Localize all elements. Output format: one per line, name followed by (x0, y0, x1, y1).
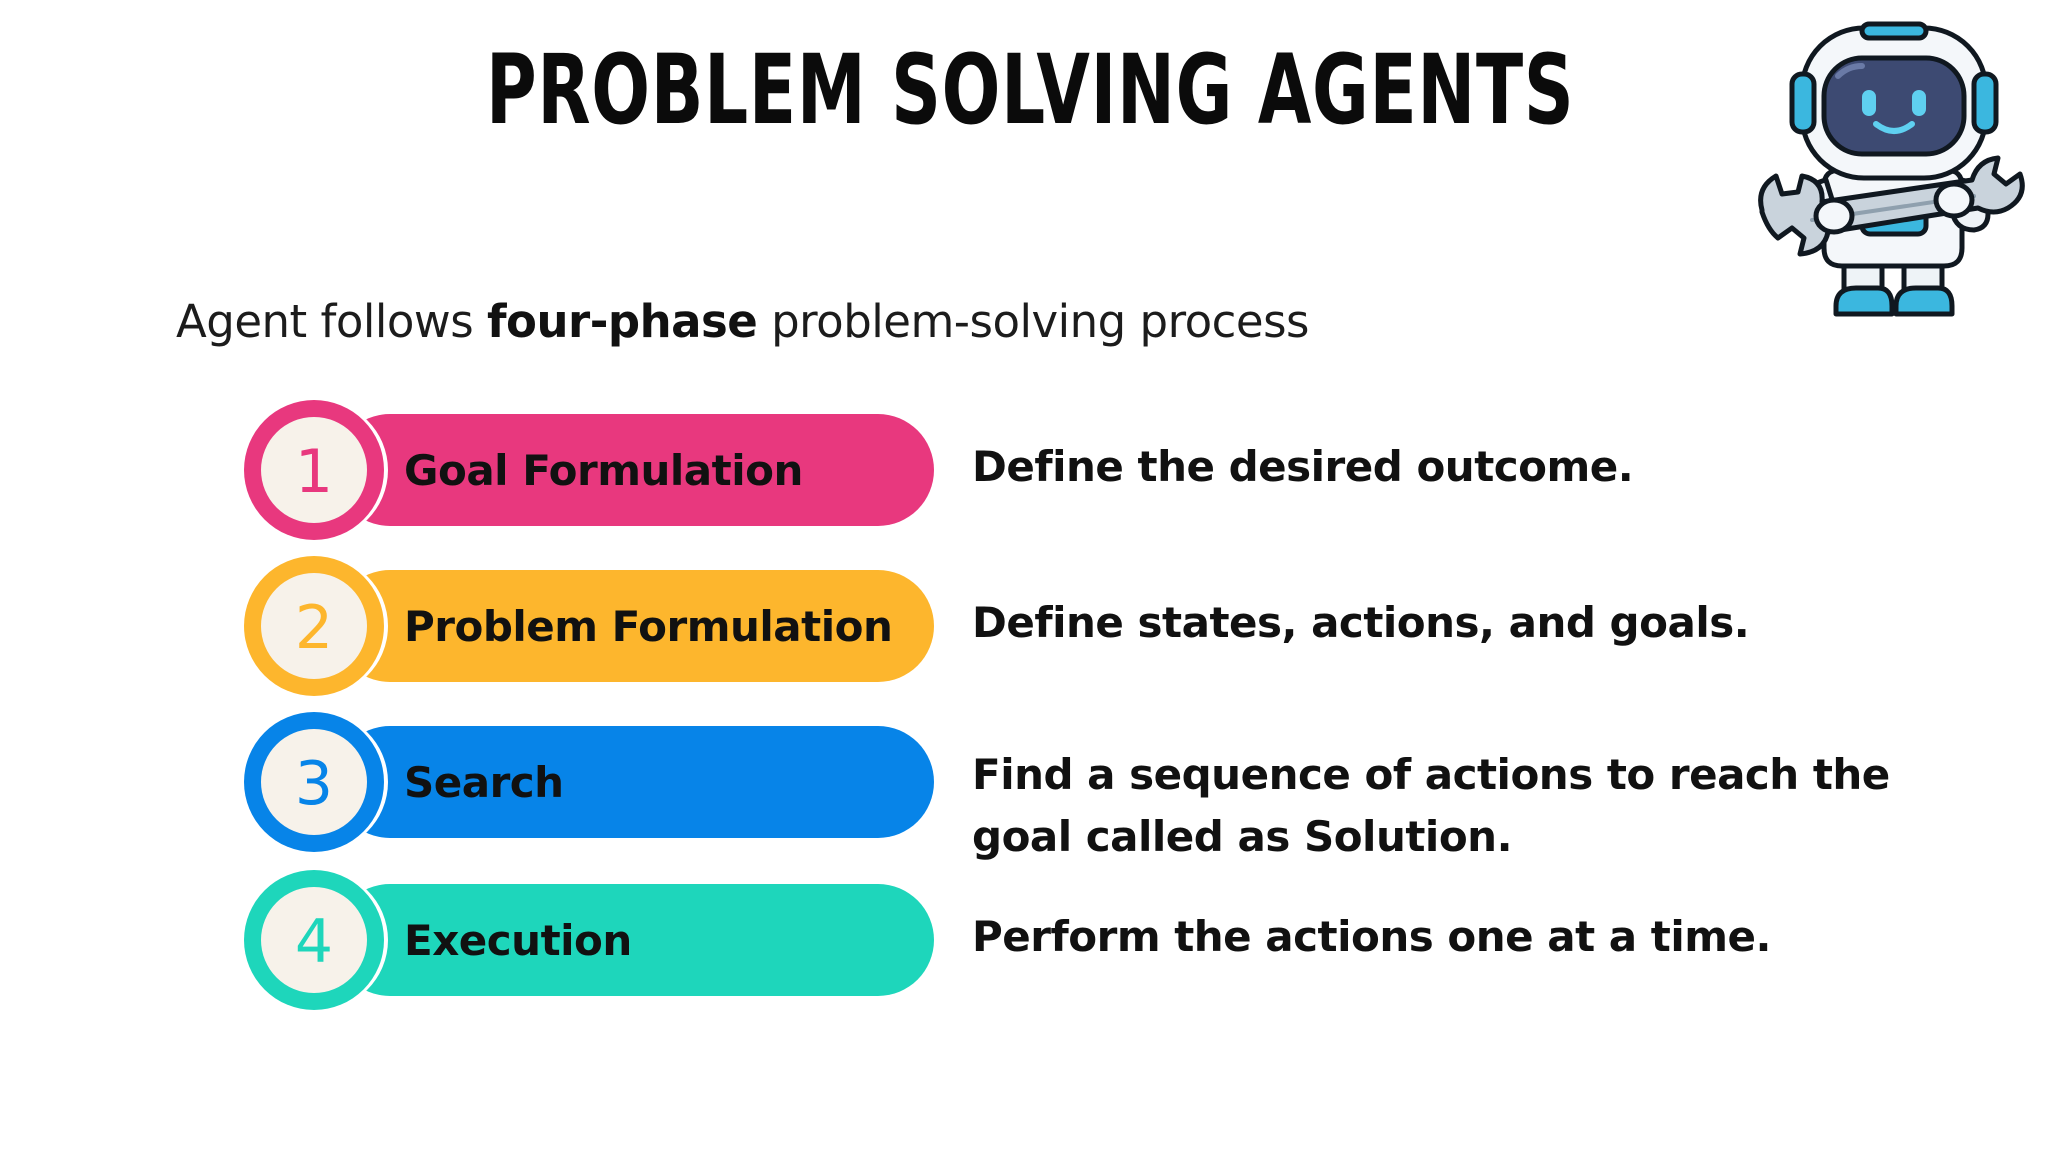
step-problem-formulation: 2 Problem Formulation (244, 556, 934, 696)
intro-text-start: Agent follows (176, 295, 487, 348)
step-search: 3 Search (244, 712, 934, 852)
step-description: Perform the actions one at a time. (972, 912, 1771, 961)
step-number: 1 (261, 417, 367, 523)
step-pill (334, 726, 934, 838)
intro-text: Agent follows four-phase problem-solving… (176, 292, 1309, 352)
step-number-badge: 4 (244, 870, 384, 1010)
step-pill (334, 570, 934, 682)
step-number: 2 (261, 573, 367, 679)
step-pill (334, 414, 934, 526)
intro-text-emphasis: four-phase (486, 295, 758, 348)
step-number: 4 (261, 887, 367, 993)
page-title: PROBLEM SOLVING AGENTS (485, 34, 1575, 146)
intro-text-end: problem-solving process (757, 295, 1309, 348)
step-goal-formulation: 1 Goal Formulation (244, 400, 934, 540)
step-label: Execution (404, 915, 632, 965)
robot-with-wrench-icon (1758, 21, 2025, 317)
step-number: 3 (261, 729, 367, 835)
step-description: Find a sequence of actions to reach the … (972, 750, 1890, 861)
step-description: Define states, actions, and goals. (972, 598, 1750, 647)
step-number-badge: 1 (244, 400, 384, 540)
step-number-badge: 2 (244, 556, 384, 696)
step-execution: 4 Execution (244, 870, 934, 1010)
step-description: Define the desired outcome. (972, 442, 1634, 491)
step-label: Problem Formulation (404, 601, 893, 651)
step-label: Goal Formulation (404, 445, 803, 495)
step-number-badge: 3 (244, 712, 384, 852)
step-pill (334, 884, 934, 996)
step-label: Search (404, 757, 564, 807)
